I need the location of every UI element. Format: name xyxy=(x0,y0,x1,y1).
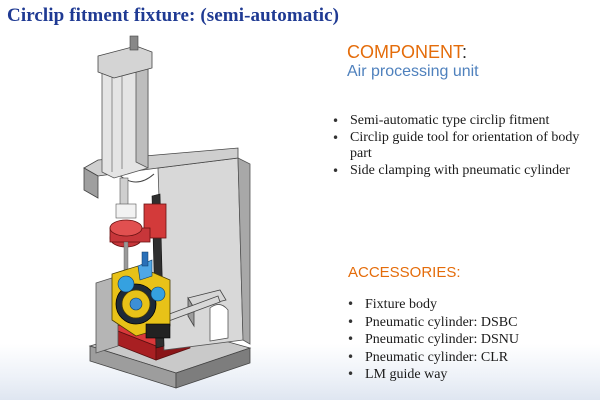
component-heading: COMPONENT: xyxy=(347,42,467,63)
feature-item: Semi-automatic type circlip fitment xyxy=(330,113,592,130)
component-name: Air processing unit xyxy=(347,63,479,80)
feature-item: Side clamping with pneumatic cylinder xyxy=(330,163,592,180)
accessories-heading: ACCESSORIES: xyxy=(348,264,461,281)
component-heading-colon: : xyxy=(462,42,468,62)
component-heading-text: COMPONENT xyxy=(347,42,463,62)
accessory-item: Fixture body xyxy=(345,296,595,314)
slide-title: Circlip fitment fixture: (semi-automatic… xyxy=(7,5,340,26)
feature-item: Circlip guide tool for orientation of bo… xyxy=(330,130,592,163)
accessory-item: Pneumatic cylinder: CLR xyxy=(345,349,595,367)
accessory-item: LM guide way xyxy=(345,366,595,384)
accessory-item: Pneumatic cylinder: DSNU xyxy=(345,331,595,349)
feature-list: Semi-automatic type circlip fitment Circ… xyxy=(330,113,592,179)
accessory-item: Pneumatic cylinder: DSBC xyxy=(345,314,595,332)
fixture-illustration xyxy=(83,35,252,389)
accessories-list: Fixture body Pneumatic cylinder: DSBC Pn… xyxy=(345,296,595,384)
